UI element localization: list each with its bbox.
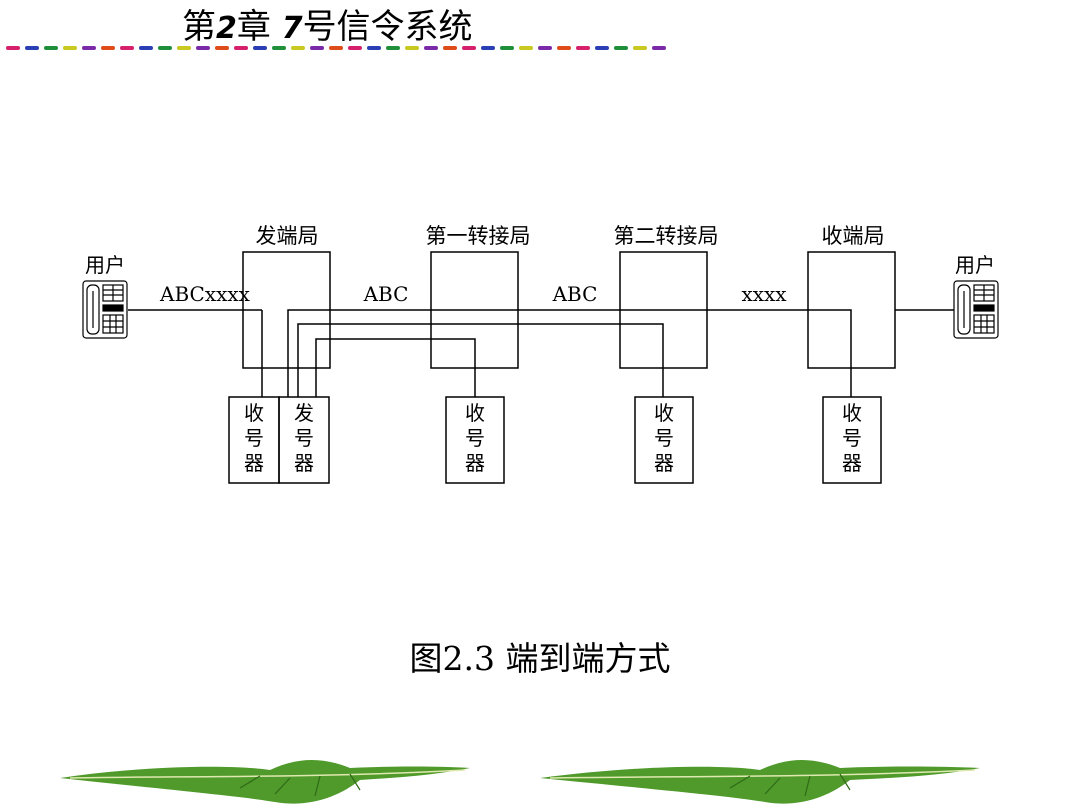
telephone-icon [953,280,999,339]
divider-dash [63,46,77,50]
divider-dash [443,46,457,50]
divider-dash [82,46,96,50]
divider-dash [6,46,20,50]
leaf-decoration [540,760,980,804]
user-label-right: 用户 [955,253,995,277]
device-char: 器 [244,451,264,475]
divider-dash [367,46,381,50]
leaf-decoration [60,760,470,804]
divider-dash [291,46,305,50]
title-chapter-number: 2 [216,11,237,46]
divider-dash [25,46,39,50]
divider-dash [576,46,590,50]
divider-dash [633,46,647,50]
divider-dash [310,46,324,50]
divider-dash [614,46,628,50]
divider-dash [329,46,343,50]
signal-path [297,323,664,397]
divider-dash [158,46,172,50]
device-box [822,396,882,484]
divider-dash [215,46,229,50]
divider-dash [405,46,419,50]
device-char: 器 [465,451,485,475]
device-char: 号 [654,426,674,450]
device-char: 收 [654,401,674,425]
device-char: 收 [244,401,264,425]
divider-dash [101,46,115,50]
divider-dash [386,46,400,50]
divider-dash [538,46,552,50]
device-char: 收 [842,401,862,425]
divider-dash [557,46,571,50]
device-char: 号 [465,426,485,450]
device-char: 收 [465,401,485,425]
divider-dash [500,46,514,50]
exchange-label: 发端局 [256,224,319,248]
digit-label: ABCxxxx [159,282,251,306]
divider-dash [272,46,286,50]
device-char: 号 [294,426,314,450]
divider-dash [120,46,134,50]
telephone-icon [82,280,128,339]
exchange-label: 第一转接局 [426,224,531,248]
device-box [278,396,330,484]
title-part: 第 [182,7,216,47]
digit-label: xxxx [741,282,787,306]
divider-dash [424,46,438,50]
device-char: 发 [294,401,314,425]
divider-dash [595,46,609,50]
divider-dash [462,46,476,50]
divider-dash [519,46,533,50]
divider-dash [177,46,191,50]
divider-dash [139,46,153,50]
divider-dash [652,46,666,50]
device-box [634,396,694,484]
figure-caption: 图2.3 端到端方式 [409,639,671,678]
divider-dash [234,46,248,50]
divider-dash [44,46,58,50]
divider-dash [196,46,210,50]
divider-dash [253,46,267,50]
signal-path [287,309,852,397]
user-label-left: 用户 [85,253,125,277]
divider-dash [481,46,495,50]
signal-path [315,338,476,397]
digit-label: ABC [363,282,409,306]
title-system-number: 7 [281,11,303,46]
slide-title: 第2章 7号信令系统 [182,4,473,52]
device-char: 器 [842,451,862,475]
exchange-label: 第二转接局 [614,224,719,248]
device-char: 器 [294,451,314,475]
title-part: 章 [236,7,282,47]
digit-label: ABC [552,282,598,306]
dashed-divider [6,46,666,50]
divider-dash [348,46,362,50]
device-char: 号 [244,426,264,450]
device-char: 号 [842,426,862,450]
device-char: 器 [654,451,674,475]
exchange-label: 收端局 [822,224,885,248]
title-part: 号信令系统 [302,7,473,47]
